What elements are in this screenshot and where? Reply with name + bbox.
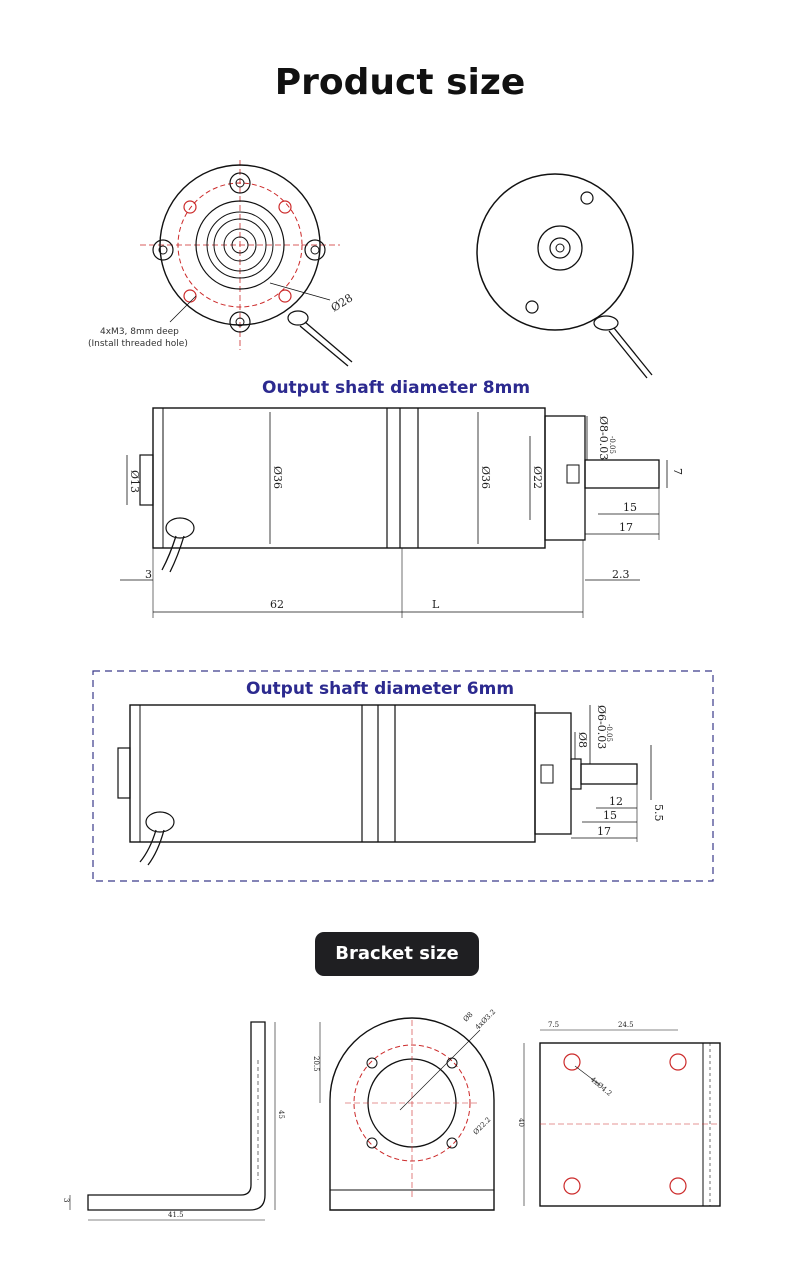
bracket-plan-holes: 4xØ4.2: [589, 1075, 614, 1097]
shaft6-len12: 12: [609, 795, 623, 808]
bracket-side-45: 45: [277, 1110, 285, 1119]
shaft8-d8-tol: -0.05: [608, 436, 616, 454]
shaft6-d6-tol: -0.05: [605, 724, 613, 742]
shaft8-len3: 3: [145, 568, 152, 581]
bracket-plan-24-5: 24.5: [618, 1021, 634, 1029]
bracket-front-d22: Ø22.2: [472, 1116, 493, 1137]
shaft8-len15: 15: [623, 501, 637, 514]
shaft-6mm-frame: [92, 670, 714, 882]
page-title: Product size: [274, 62, 526, 103]
bracket-side-41-5: 41.5: [168, 1211, 184, 1219]
shaft6-d8: Ø8: [576, 732, 589, 748]
shaft8-d36a: Ø36: [271, 466, 284, 489]
shaft8-flat: 7: [671, 468, 684, 475]
shaft-6mm-title: Output shaft diameter 6mm: [246, 679, 515, 699]
motor-back-view: [476, 173, 653, 379]
bracket-front-d8: Ø8: [462, 1011, 475, 1024]
bracket-side-3: 3: [62, 1198, 70, 1202]
motor-side-view-8mm: [120, 407, 668, 618]
thread-note-line1: 4xM3, 8mm deep: [100, 327, 179, 337]
bracket-side-view: [69, 1021, 276, 1221]
shaft8-d36b: Ø36: [479, 466, 492, 489]
thread-note-line2: (Install threaded hole): [88, 339, 188, 349]
bracket-front-view: [319, 1017, 495, 1211]
bracket-plan-view: [523, 1029, 721, 1207]
shaft6-d6: Ø6-0.03: [595, 705, 608, 749]
bracket-plan-40: 40: [517, 1118, 525, 1127]
bracket-size-badge: Bracket size: [315, 932, 479, 976]
shaft8-len23: 2.3: [612, 568, 630, 581]
bracket-front-20-5: 20.5: [312, 1056, 320, 1072]
bracket-front-holes: 4xØ3.2: [474, 1008, 498, 1032]
motor-side-view-6mm: [117, 704, 652, 866]
shaft6-flat: 5.5: [652, 804, 665, 822]
gearbox-face-view: [140, 160, 353, 367]
shaft8-len17: 17: [619, 521, 633, 534]
shaft8-d22: Ø22: [531, 466, 544, 489]
shaft6-len15: 15: [603, 809, 617, 822]
shaft8-len62: 62: [270, 598, 284, 611]
shaft8-d8: Ø8-0.03: [597, 416, 610, 460]
shaft8-d13: Ø13: [128, 470, 141, 493]
face-diameter-label: Ø28: [329, 291, 355, 314]
shaft6-len17: 17: [597, 825, 611, 838]
shaft8-lenL: L: [432, 598, 440, 611]
bracket-plan-7-5: 7.5: [548, 1021, 559, 1029]
shaft-8mm-title: Output shaft diameter 8mm: [262, 378, 531, 398]
